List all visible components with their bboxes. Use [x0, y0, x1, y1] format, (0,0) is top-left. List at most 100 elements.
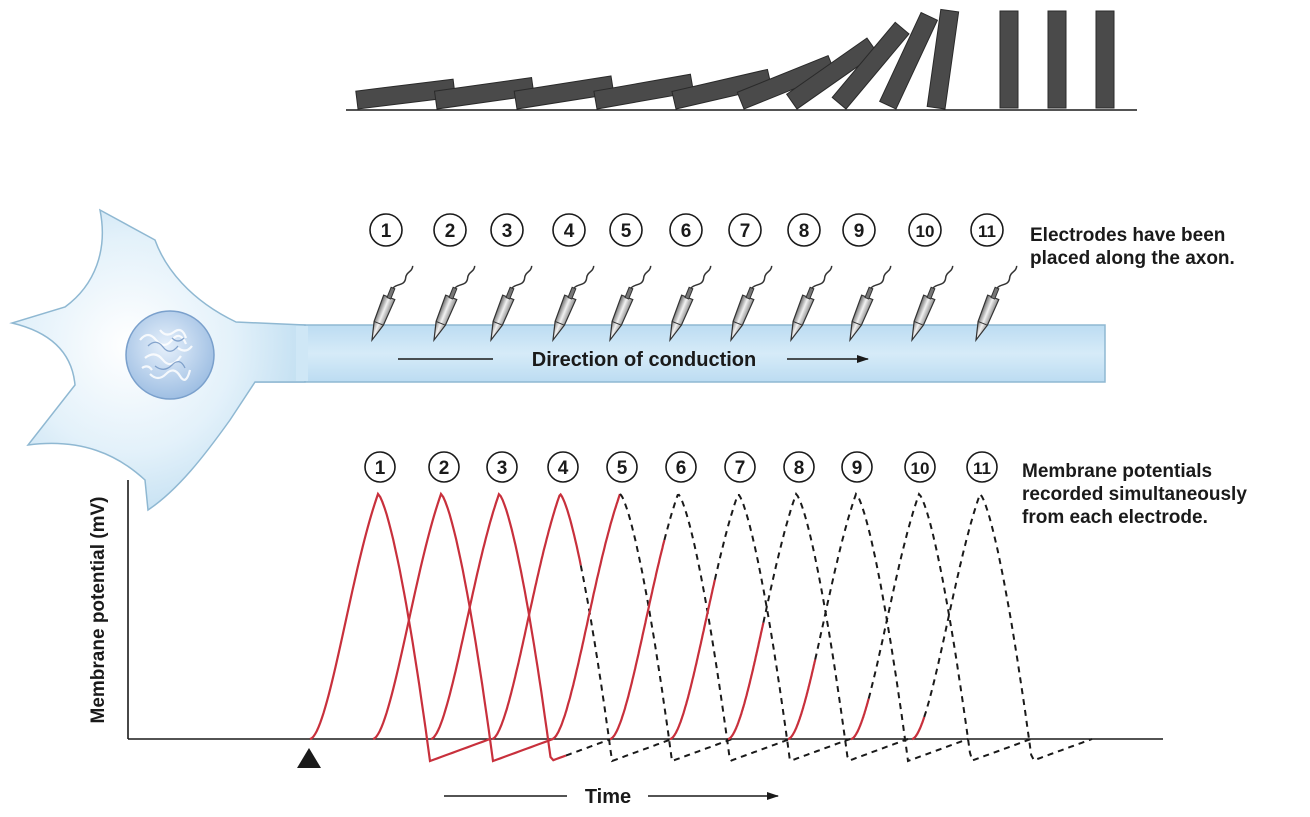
trace-predicted-10: [867, 492, 1032, 762]
trace-predicted-7: [713, 494, 851, 762]
electrode-note-line-1: Electrodes have been: [1030, 225, 1226, 246]
trace-5: [551, 493, 733, 763]
trace-11: [911, 492, 1093, 762]
trace-number-text: 7: [735, 458, 746, 479]
electrode-number-1: 1: [369, 213, 403, 247]
trace-2: [372, 491, 554, 763]
electrode-number-text: 2: [445, 221, 456, 242]
electrode-number-text: 6: [681, 221, 692, 242]
electrode-number-7: 7: [728, 213, 762, 247]
trace-number-4: 4: [547, 451, 579, 483]
trace-number-text: 1: [375, 458, 386, 479]
trace-number-text: 4: [558, 458, 569, 479]
trace-number-text: 8: [794, 458, 805, 479]
trace-4: [491, 492, 673, 763]
electrode-number-11: 11: [970, 213, 1004, 247]
trace-predicted-9: [814, 491, 969, 763]
trace-recorded-5: [551, 493, 622, 741]
traces: [309, 491, 1093, 763]
trace-9: [788, 491, 969, 763]
trace-recorded-9: [788, 659, 817, 741]
electrode-10: 10: [908, 213, 954, 343]
electrode-number-6: 6: [669, 213, 703, 247]
trace-predicted-6: [663, 493, 791, 762]
electrode-number-5: 5: [609, 213, 643, 247]
potential-note: Membrane potentials recorded simultaneou…: [1022, 460, 1247, 529]
electrode-number-text: 4: [564, 221, 575, 242]
conduction-label: Direction of conduction: [532, 349, 756, 371]
trace-number-5: 5: [606, 451, 638, 483]
y-axis-label: Membrane potential (mV): [88, 497, 109, 724]
trace-predicted-3: [565, 738, 612, 757]
electrode-number-text: 9: [854, 221, 865, 242]
domino-fallen-9: [879, 11, 939, 110]
domino-row: [346, 8, 1137, 111]
electrode-2: 2: [433, 213, 476, 343]
domino-standing-2: [1047, 10, 1067, 109]
potential-note-line-3: from each electrode.: [1022, 507, 1208, 528]
trace-10: [850, 492, 1032, 762]
trace-number-text: 2: [439, 458, 450, 479]
trace-number-text: 3: [497, 458, 508, 479]
time-arrow: Time: [444, 786, 779, 808]
electrode-5: 5: [609, 213, 652, 343]
nucleus: [125, 310, 215, 400]
trace-recorded-4: [491, 492, 582, 741]
electrode-number-3: 3: [490, 213, 524, 247]
electrode-number-8: 8: [787, 213, 821, 247]
trace-recorded-2: [372, 491, 554, 763]
trace-number-8: 8: [783, 451, 815, 483]
trace-recorded-8: [727, 622, 765, 741]
electrodes: 1 2 3 4 5 6 7 8 9 10 11: [369, 213, 1018, 343]
trace-recorded-10: [850, 698, 870, 741]
electrode-number-2: 2: [433, 213, 467, 247]
domino-fallen-3: [513, 75, 615, 110]
trace-number-3: 3: [486, 451, 518, 483]
trace-predicted-11: [923, 492, 1093, 762]
domino-fallen-2: [433, 76, 535, 110]
trace-number-9: 9: [841, 451, 873, 483]
electrode-note-line-2: placed along the axon.: [1030, 248, 1235, 269]
trace-recorded-1: [309, 491, 491, 763]
electrode-note: Electrodes have been placed along the ax…: [1030, 224, 1235, 270]
trace-8: [727, 491, 909, 762]
domino-fallen-10: [926, 8, 960, 110]
x-axis-label: Time: [585, 786, 631, 808]
trace-predicted-5: [619, 493, 733, 763]
potential-note-line-1: Membrane potentials: [1022, 461, 1213, 482]
trace-number-text: 5: [617, 458, 628, 479]
trace-predicted-4: [579, 565, 673, 763]
trace-number-text: 11: [973, 459, 991, 478]
electrode-4: 4: [552, 213, 595, 343]
trace-1: [309, 491, 491, 763]
conduction-arrow: Direction of conduction: [398, 349, 869, 371]
electrode-number-text: 10: [916, 222, 935, 241]
domino-fallen-5: [671, 68, 773, 110]
trace-number-1: 1: [364, 451, 396, 483]
electrode-8: 8: [787, 213, 833, 343]
trace-number-6: 6: [665, 451, 697, 483]
electrode-number-text: 1: [381, 221, 392, 242]
domino-fallen-7: [785, 37, 878, 110]
trace-number-text: 9: [852, 458, 863, 479]
trace-numbers: 1 2 3 4 5 6 7 8 9 10 11: [364, 451, 998, 483]
electrode-number-text: 8: [799, 221, 810, 242]
potential-note-line-2: recorded simultaneously: [1022, 484, 1247, 505]
electrode-number-text: 7: [740, 221, 751, 242]
domino-standing-1: [999, 10, 1019, 109]
trace-number-2: 2: [428, 451, 460, 483]
electrode-number-10: 10: [908, 213, 942, 247]
trace-recorded-11: [911, 716, 926, 741]
trace-7: [669, 494, 851, 762]
electrode-7: 7: [728, 213, 773, 343]
electrode-number-9: 9: [842, 213, 876, 247]
domino-standing-3: [1095, 10, 1115, 109]
electrode-11: 11: [970, 213, 1018, 343]
trace-number-11: 11: [966, 451, 998, 483]
electrode-number-text: 5: [621, 221, 632, 242]
trace-number-text: 10: [911, 459, 930, 478]
trace-6: [609, 493, 791, 762]
trace-number-text: 6: [676, 458, 687, 479]
electrode-number-text: 3: [502, 221, 513, 242]
